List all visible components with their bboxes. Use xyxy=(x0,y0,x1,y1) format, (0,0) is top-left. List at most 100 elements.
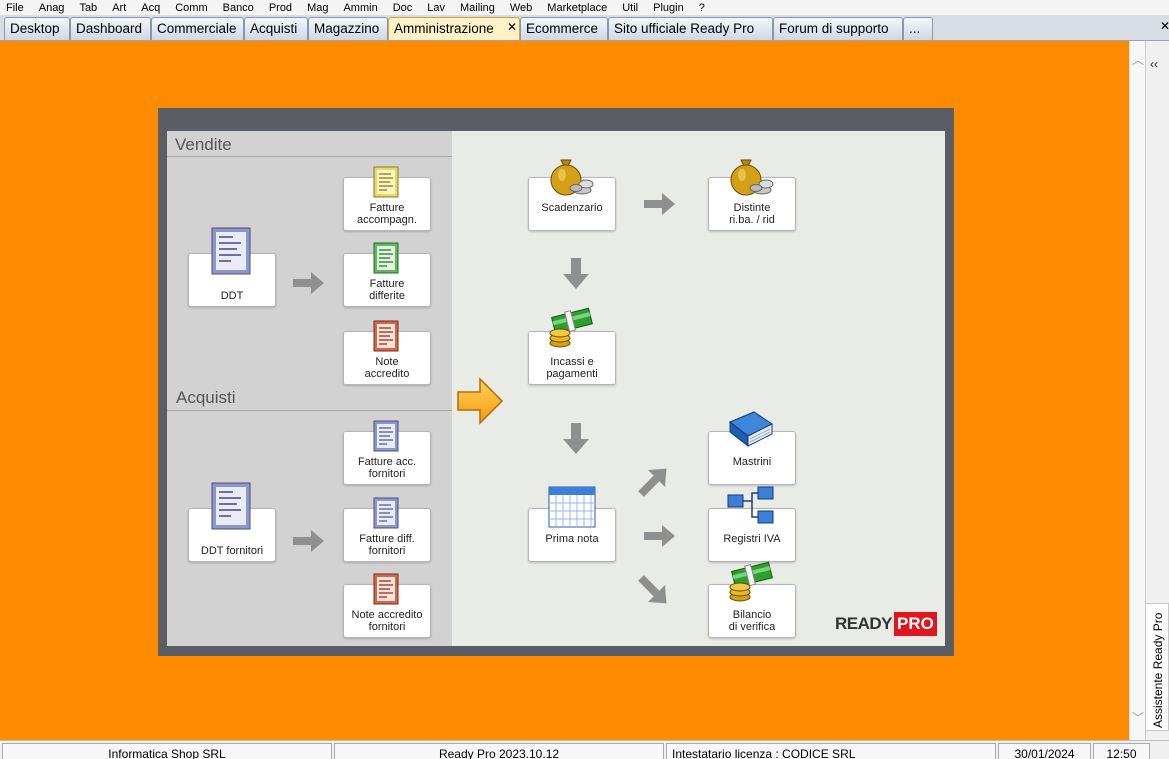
menu-bar: File Anag Tab Art Acq Comm Banco Prod Ma… xyxy=(0,0,1169,15)
tab-ecommerce[interactable]: Ecommerce xyxy=(520,17,608,40)
tab-amministrazione[interactable]: Amministrazione xyxy=(388,17,520,40)
logo-ready: READY xyxy=(835,614,893,633)
tab-commerciale[interactable]: Commerciale xyxy=(151,17,244,40)
cash-coins-icon xyxy=(549,307,593,348)
money-bag-icon xyxy=(730,159,774,196)
arrow-right-icon xyxy=(644,525,675,547)
invoice-yellow-icon xyxy=(373,166,399,198)
scroll-down-icon[interactable]: ﹀ xyxy=(1132,711,1145,725)
ddt-fornitori-label: DDT fornitori xyxy=(200,545,264,557)
close-icon[interactable]: ✕ xyxy=(1160,19,1169,33)
book-icon xyxy=(729,411,773,448)
label-line-2: accredito xyxy=(364,368,410,380)
menu-acq[interactable]: Acq xyxy=(141,1,161,14)
right-panel xyxy=(452,131,945,646)
tab-close-icon[interactable]: ✕ xyxy=(507,20,518,34)
logo-pro: PRO xyxy=(894,612,937,636)
document-icon xyxy=(211,482,251,530)
arrow-down-right-icon xyxy=(638,575,667,604)
status-date: 30/01/2024 xyxy=(998,743,1091,759)
registri-iva-label: Registri IVA xyxy=(723,533,781,545)
label-line-2: pagamenti xyxy=(546,368,598,380)
menu-anag[interactable]: Anag xyxy=(38,1,65,14)
label-line-2: fornitori xyxy=(368,468,406,480)
label-line-1: Incassi e xyxy=(550,356,594,368)
label-line-1: Fatture xyxy=(369,202,405,214)
menu-art[interactable]: Art xyxy=(112,1,127,14)
scadenzario-label: Scadenzario xyxy=(541,202,603,214)
label-line-2: ri.ba. / rid xyxy=(729,214,775,226)
section-title-vendite: Vendite xyxy=(175,135,232,154)
ready-pro-logo: READY PRO xyxy=(835,612,937,636)
fatture-acc-fornitori-button[interactable]: Fatture acc.fornitori xyxy=(343,431,431,485)
status-time: 12:50 xyxy=(1093,743,1150,759)
tab-acquisti[interactable]: Acquisti xyxy=(244,17,308,40)
menu-banco[interactable]: Banco xyxy=(222,1,254,14)
menu-web[interactable]: Web xyxy=(509,1,533,14)
mastrini-label: Mastrini xyxy=(732,456,772,468)
invoice-purple-icon xyxy=(373,497,399,529)
menu-file[interactable]: File xyxy=(6,1,24,14)
label-line-2: di verifica xyxy=(728,621,776,633)
tab-forum[interactable]: Forum di supporto xyxy=(773,17,903,40)
label-line-1: Fatture xyxy=(369,278,405,290)
section-divider xyxy=(167,410,452,411)
menu-lav[interactable]: Lav xyxy=(427,1,446,14)
label-line-1: Note accredito xyxy=(351,609,423,621)
invoice-purple-icon xyxy=(373,420,399,452)
label-line-1: Bilancio xyxy=(732,609,772,621)
cash-coins-icon xyxy=(729,561,773,602)
arrow-right-orange-icon xyxy=(457,377,504,425)
status-version: Ready Pro 2023.10.12 xyxy=(334,743,664,759)
tab-dashboard[interactable]: Dashboard xyxy=(70,17,151,40)
label-line-1: Note xyxy=(375,356,399,368)
arrow-down-icon xyxy=(563,258,589,289)
scroll-up-icon[interactable]: ︿ xyxy=(1132,53,1145,67)
collapse-chevron-icon[interactable]: ‹‹ xyxy=(1150,57,1158,71)
menu-doc[interactable]: Doc xyxy=(392,1,413,14)
menu-mailing[interactable]: Mailing xyxy=(460,1,495,14)
label-line-1: Fatture diff. xyxy=(359,533,415,545)
label-line-2: differite xyxy=(369,290,405,302)
menu-util[interactable]: Util xyxy=(622,1,639,14)
menu-comm[interactable]: Comm xyxy=(175,1,208,14)
menu-plugin[interactable]: Plugin xyxy=(653,1,684,14)
tab-desktop[interactable]: Desktop xyxy=(4,17,70,40)
ddt-label: DDT xyxy=(220,290,244,302)
document-icon xyxy=(211,227,251,275)
menu-help[interactable]: ? xyxy=(698,1,705,14)
credit-note-icon xyxy=(373,320,399,352)
status-bar: Informatica Shop SRL Ready Pro 2023.10.1… xyxy=(0,740,1169,759)
menu-marketplace[interactable]: Marketplace xyxy=(547,1,608,14)
org-chart-icon xyxy=(727,486,774,524)
tab-magazzino[interactable]: Magazzino xyxy=(308,17,388,40)
money-bag-icon xyxy=(550,159,594,196)
label-line-1: Fatture acc. xyxy=(357,456,417,468)
status-license: Intestatario licenza : CODICE SRL xyxy=(666,743,996,759)
menu-mag[interactable]: Mag xyxy=(307,1,329,14)
label-line-2: accompagn. xyxy=(357,214,417,226)
section-title-acquisti: Acquisti xyxy=(176,388,236,407)
arrow-right-icon xyxy=(293,530,324,552)
tab-sito-ufficiale[interactable]: Sito ufficiale Ready Pro xyxy=(608,17,773,40)
prima-nota-label: Prima nota xyxy=(545,533,599,545)
section-divider xyxy=(167,156,452,157)
assistant-label[interactable]: Assistente Ready Pro xyxy=(1151,612,1165,728)
arrow-right-icon xyxy=(644,193,675,215)
menu-ammin[interactable]: Ammin xyxy=(343,1,378,14)
arrow-up-right-icon xyxy=(638,468,667,497)
tab-more[interactable]: ... xyxy=(903,17,933,40)
label-line-2: fornitori xyxy=(368,621,406,633)
arrow-right-icon xyxy=(293,272,324,294)
label-line-1: Distinte xyxy=(733,202,771,214)
workspace-scrollbar[interactable]: ︿ ﹀ xyxy=(1129,41,1145,740)
credit-note-icon xyxy=(373,573,399,605)
menu-tab[interactable]: Tab xyxy=(79,1,98,14)
tab-bar: Desktop Dashboard Commerciale Acquisti M… xyxy=(0,15,1169,41)
arrow-down-icon xyxy=(563,423,589,454)
menu-prod[interactable]: Prod xyxy=(268,1,293,14)
calendar-icon xyxy=(548,486,596,528)
